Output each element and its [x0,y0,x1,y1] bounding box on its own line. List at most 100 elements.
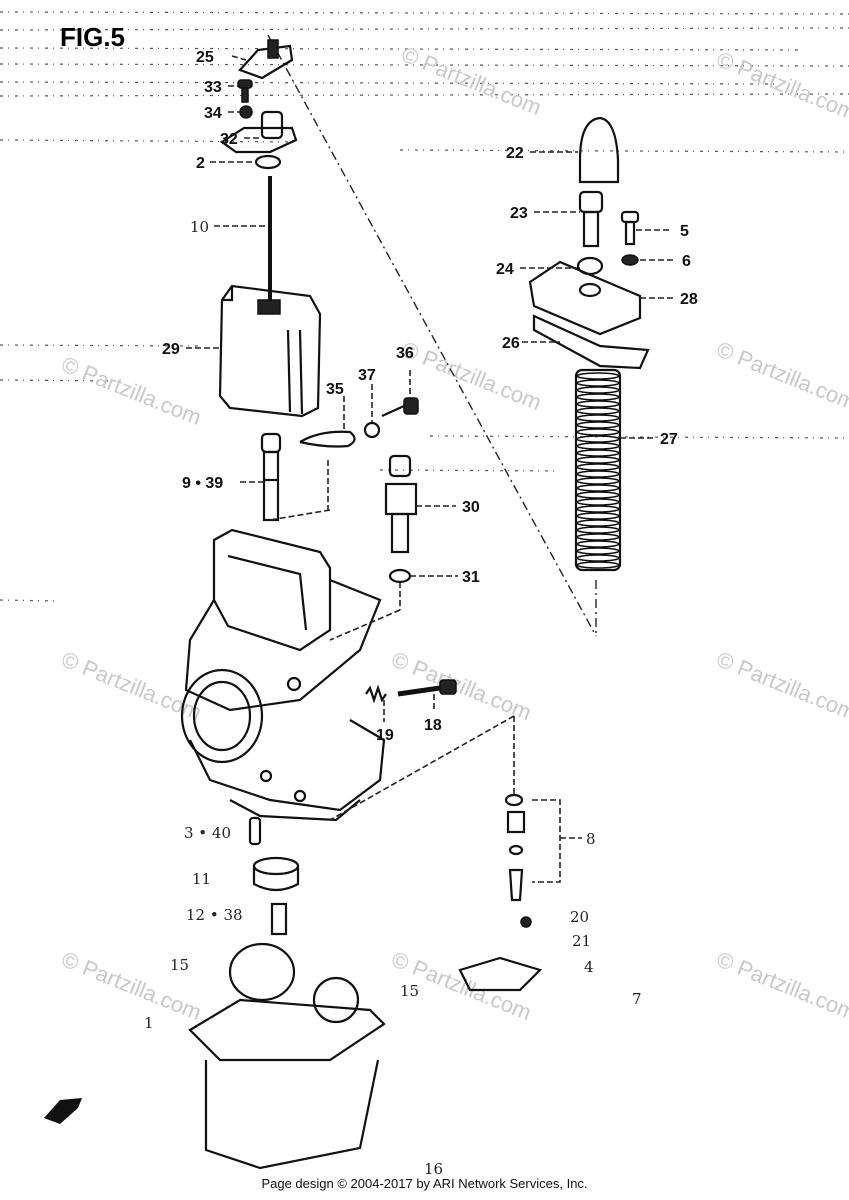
callout-6: 6 [682,253,691,270]
spring-coil [576,421,620,429]
spring-coil [576,379,620,387]
part-washer-6 [621,254,639,266]
spring-coil [576,372,620,380]
callout-7: 7 [632,990,642,1008]
callout-26: 26 [502,335,520,352]
part-needle-valve-8 [504,793,526,902]
part-cable-plate [238,39,294,80]
callout-25: 25 [196,49,214,66]
spring-coil [576,505,620,513]
watermark: © Partzilla.com [713,46,849,125]
callout-15: 15 [170,956,189,974]
callout-36: 36 [396,345,414,362]
callout-37: 37 [358,367,376,384]
callout-33: 33 [204,79,222,96]
part-gasket-26 [532,314,650,370]
part-float-11 [252,856,300,892]
part-top-cover-28 [528,256,642,336]
watermark: © Partzilla.com [388,646,535,725]
part-screw-5 [620,210,640,246]
front-arrow-icon [44,1098,82,1124]
callout-20: 20 [570,908,589,926]
callout-28: 28 [680,291,698,308]
spring-coil [576,449,620,457]
part-clip-2 [254,154,282,170]
callout-9-39: 9 • 39 [182,475,223,492]
callout-24: 24 [496,261,514,278]
spring-coil [576,491,620,499]
spring-coil [576,393,620,401]
callout-35: 35 [326,381,344,398]
part-nut-37 [363,421,381,439]
callout-3-40: 3 • 40 [184,824,231,842]
callout-2: 2 [196,155,205,172]
callout-21: 21 [572,932,591,950]
callout-32: 32 [220,131,238,148]
spring-coil [576,554,620,562]
spring-coil [576,477,620,485]
callout-34: 34 [204,105,222,122]
callout-31: 31 [462,569,480,586]
callout-11: 11 [192,870,211,888]
part-jet-3 [248,816,262,846]
assembly-line [267,34,597,637]
watermark: © Partzilla.com [713,946,849,1025]
part-throttle-slide-29 [218,284,322,418]
part-cap-32 [220,110,298,154]
part-washer-34 [239,105,253,119]
page-footer: Page design © 2004-2017 by ARI Network S… [261,1176,588,1191]
callout-15: 15 [400,982,419,1000]
spring-coil [576,407,620,415]
watermark: © Partzilla.com [398,41,545,120]
watermark: © Partzilla.com [713,646,849,725]
spring-coil [576,442,620,450]
spring-coil [576,400,620,408]
spring-coil [576,435,620,443]
spring-coil [576,414,620,422]
leader-lines-right [520,151,674,439]
spring-coil [576,386,620,394]
spring-coil [576,547,620,555]
spring-coil [576,512,620,520]
watermark: © Partzilla.com [398,336,545,415]
spring-coil [576,533,620,541]
part-needle-jet-9 [260,432,282,522]
figure-label: FIG.5 [60,22,125,52]
spring-coil [576,540,620,548]
leader-lines [186,55,582,839]
callout-29: 29 [162,341,180,358]
part-spring-27 [574,368,622,572]
callout-5: 5 [680,223,689,240]
bracket-8 [532,799,561,883]
callout-4: 4 [584,958,594,976]
part-cap-22 [578,116,620,184]
callout-30: 30 [462,499,480,516]
spring-coil [576,456,620,464]
spring-coil [576,526,620,534]
callout-12-38: 12 • 38 [186,906,243,924]
watermarks: © Partzilla.com © Partzilla.com © Partzi… [58,41,849,1025]
callout-labels: 25 33 34 32 2 10 29 35 37 36 9 • 39 30 3… [144,49,698,1178]
part-jet-12 [270,902,288,936]
part-float-arm [458,916,543,992]
callout-22: 22 [506,145,524,162]
part-spring-19 [365,684,387,704]
callout-19: 19 [376,727,394,744]
callout-23: 23 [510,205,528,222]
callout-10: 10 [190,218,209,236]
part-screw-33 [237,79,253,103]
watermark: © Partzilla.com [713,336,849,415]
watermark: © Partzilla.com [58,351,205,430]
spring-coil [576,428,620,436]
part-adjuster-23 [578,190,604,248]
part-float-bowl [188,942,386,1170]
part-clip-35 [299,430,356,448]
spring-coil [576,519,620,527]
spring-coil [576,463,620,471]
callout-1: 1 [144,1014,154,1032]
part-air-screw-18 [397,679,457,697]
callout-27: 27 [660,431,678,448]
part-carburetor-body [180,528,386,822]
scan-noise [0,11,849,602]
